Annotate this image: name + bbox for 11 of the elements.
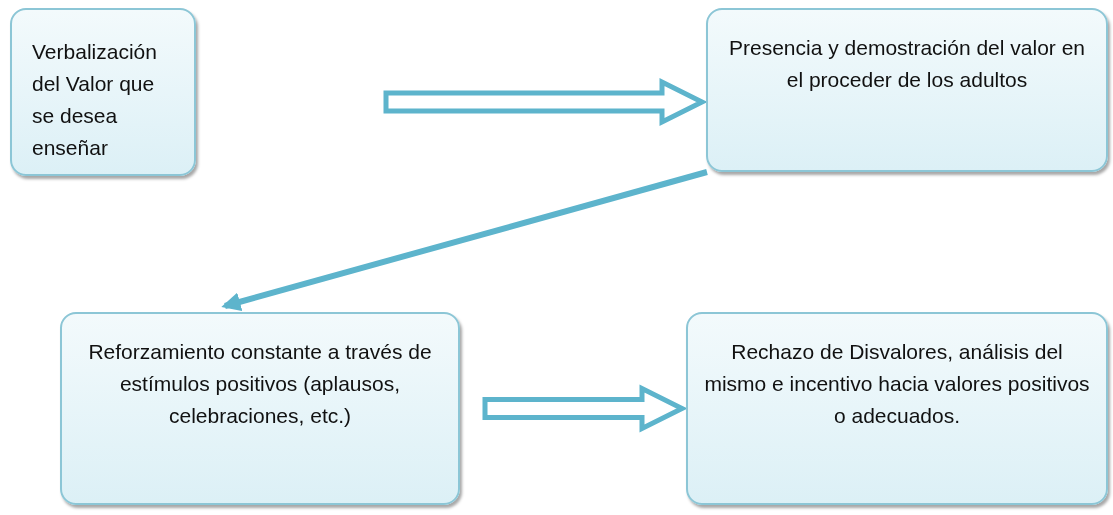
- process-box: [60, 312, 460, 505]
- box-text: Rechazo de Disvalores, análisis del mismo e incentivo hacia valores positivos o adecuados.: [703, 339, 1091, 429]
- block-arrow: [482, 384, 688, 433]
- process-box: [706, 8, 1108, 172]
- process-box: [10, 8, 196, 176]
- process-box: [686, 312, 1108, 505]
- box-text: Presencia y demostración del valor en el proceder de los adultos: [728, 35, 1086, 93]
- box-text: Reforzamiento constante a través de estímulos positivos (aplausos, celebraciones, etc.): [87, 339, 433, 429]
- arrow: [221, 169, 708, 312]
- block-arrow: [383, 77, 708, 127]
- box-text: Verbalización del Valor que se desea enseñar: [32, 39, 158, 161]
